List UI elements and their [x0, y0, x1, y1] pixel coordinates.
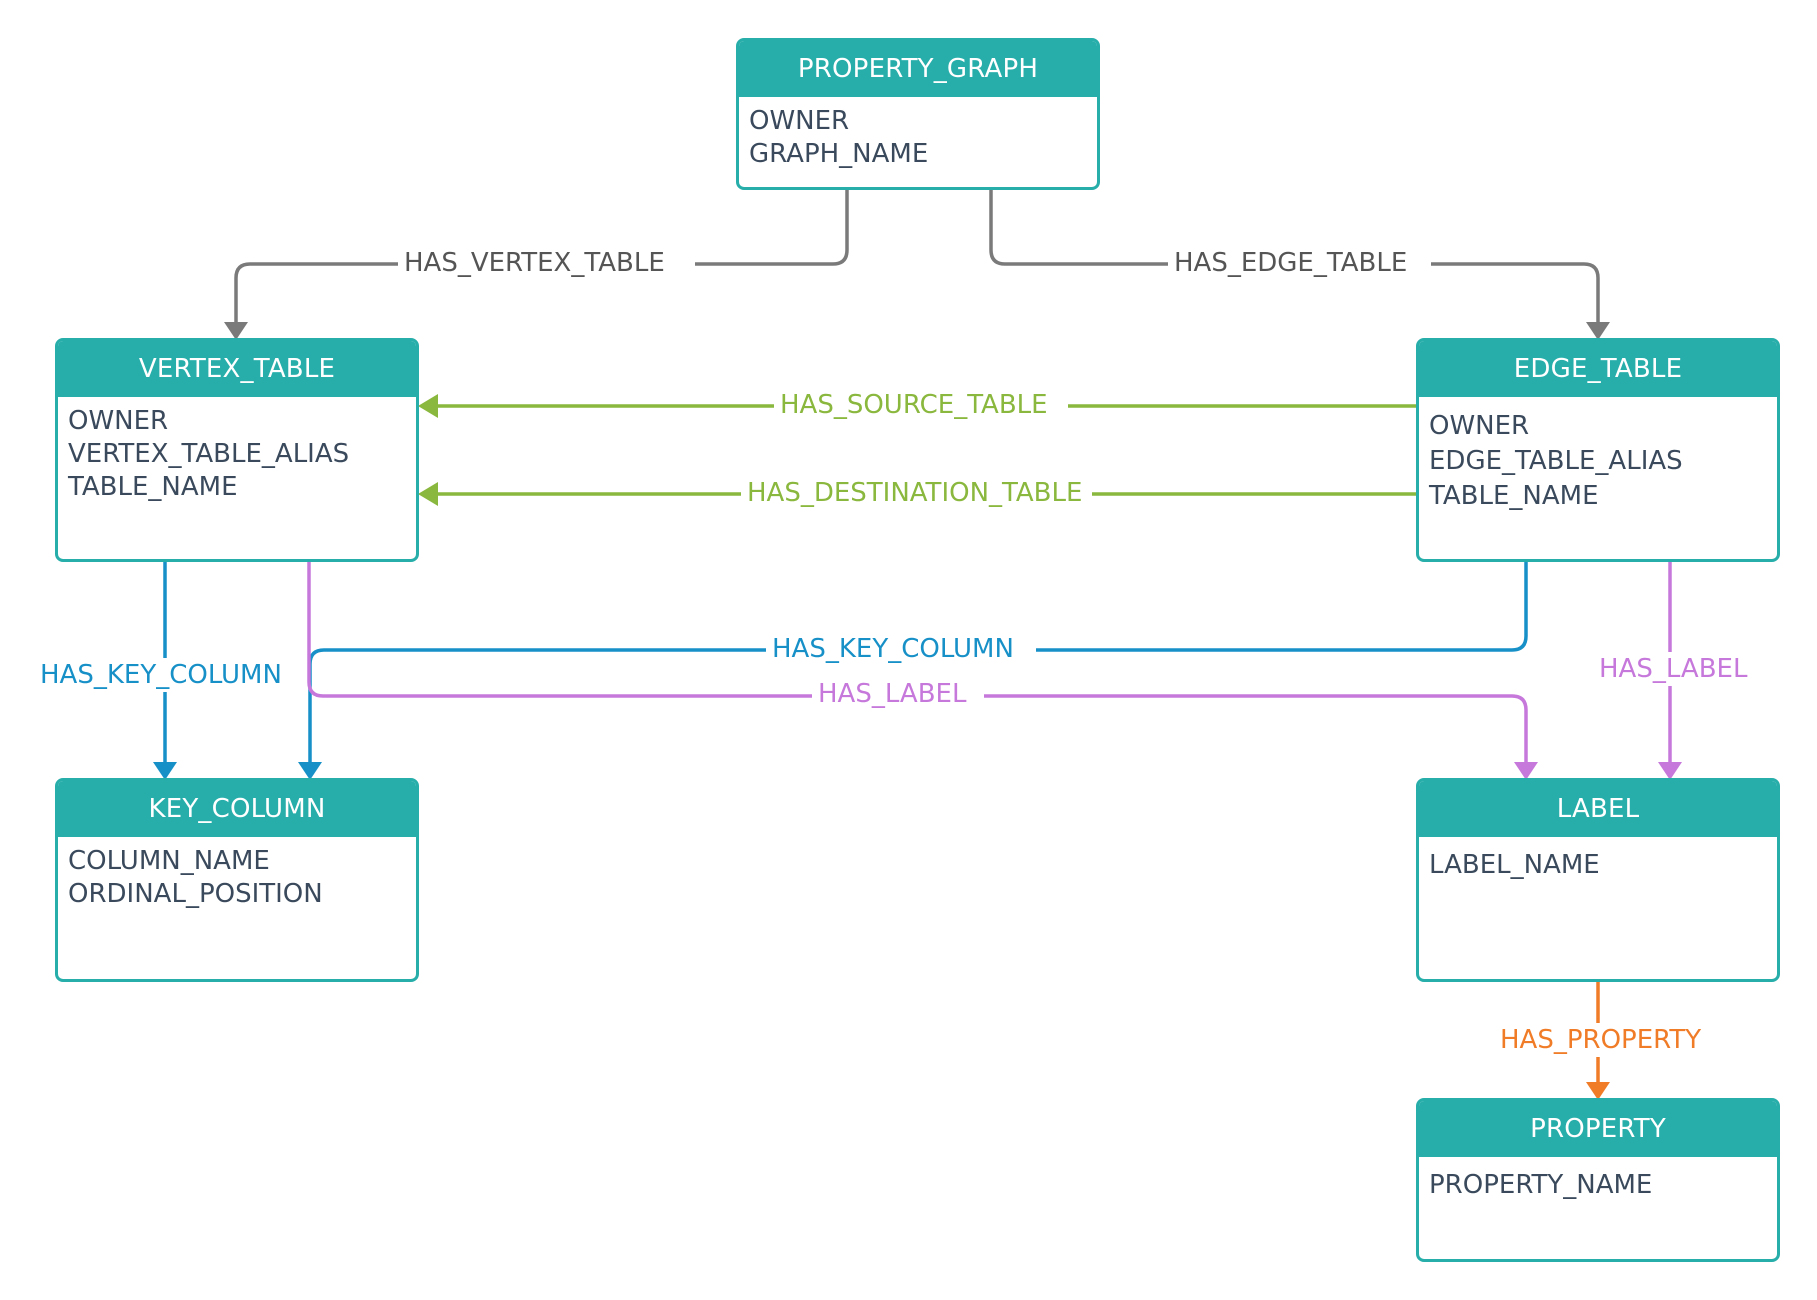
arrowhead-source-table — [418, 394, 438, 418]
entity-fields: OWNER EDGE_TABLE_ALIAS TABLE_NAME — [1419, 397, 1777, 522]
relation-label-has-vertex-table: HAS_VERTEX_TABLE — [398, 246, 695, 280]
arrowhead-edge-table — [1586, 322, 1610, 340]
entity-property-graph: PROPERTY_GRAPH OWNER GRAPH_NAME — [736, 38, 1100, 190]
relation-label-edge-has-key-column: HAS_KEY_COLUMN — [766, 632, 1036, 666]
entity-key-column: KEY_COLUMN COLUMN_NAME ORDINAL_POSITION — [55, 778, 419, 982]
arrowhead-property — [1586, 1082, 1610, 1100]
arrowhead-destination-table — [418, 482, 438, 506]
arrowhead-vertex-label — [1514, 762, 1538, 780]
arrowhead-vertex-key-column — [153, 762, 177, 780]
field-owner: OWNER — [68, 406, 169, 436]
relation-label-vertex-has-label: HAS_LABEL — [812, 677, 985, 711]
entity-fields: OWNER VERTEX_TABLE_ALIAS TABLE_NAME — [58, 397, 416, 512]
field-owner: OWNER — [749, 106, 850, 136]
entity-title: LABEL — [1419, 781, 1777, 837]
field-graph-name: GRAPH_NAME — [749, 139, 929, 169]
entity-fields: OWNER GRAPH_NAME — [739, 97, 1097, 179]
entity-title: VERTEX_TABLE — [58, 341, 416, 397]
field-label-name: LABEL_NAME — [1429, 850, 1600, 880]
relation-label-has-edge-table: HAS_EDGE_TABLE — [1168, 246, 1432, 280]
entity-edge-table: EDGE_TABLE OWNER EDGE_TABLE_ALIAS TABLE_… — [1416, 338, 1780, 562]
entity-title: EDGE_TABLE — [1419, 341, 1777, 397]
relation-label-has-destination-table: HAS_DESTINATION_TABLE — [741, 476, 1093, 510]
field-table-name: TABLE_NAME — [68, 472, 238, 502]
entity-property: PROPERTY PROPERTY_NAME — [1416, 1098, 1780, 1262]
entity-title: KEY_COLUMN — [58, 781, 416, 837]
arrowhead-edge-key-column — [298, 762, 322, 780]
entity-fields: COLUMN_NAME ORDINAL_POSITION — [58, 837, 416, 919]
entity-title: PROPERTY — [1419, 1101, 1777, 1157]
arrowhead-vertex-table — [224, 322, 248, 340]
field-ordinal-position: ORDINAL_POSITION — [68, 879, 323, 909]
entity-title: PROPERTY_GRAPH — [739, 41, 1097, 97]
relation-label-has-source-table: HAS_SOURCE_TABLE — [774, 388, 1068, 422]
entity-fields: PROPERTY_NAME — [1419, 1157, 1777, 1210]
entity-fields: LABEL_NAME — [1419, 837, 1777, 890]
relation-label-has-property: HAS_PROPERTY — [1494, 1023, 1708, 1057]
entity-label: LABEL LABEL_NAME — [1416, 778, 1780, 982]
field-property-name: PROPERTY_NAME — [1429, 1170, 1653, 1200]
field-column-name: COLUMN_NAME — [68, 846, 270, 876]
field-owner: OWNER — [1429, 411, 1530, 441]
entity-vertex-table: VERTEX_TABLE OWNER VERTEX_TABLE_ALIAS TA… — [55, 338, 419, 562]
arrowhead-edge-label — [1658, 762, 1682, 780]
relation-label-edge-has-label: HAS_LABEL — [1593, 652, 1754, 686]
field-vertex-table-alias: VERTEX_TABLE_ALIAS — [68, 439, 350, 469]
field-edge-table-alias: EDGE_TABLE_ALIAS — [1429, 446, 1683, 476]
field-table-name: TABLE_NAME — [1429, 481, 1599, 511]
relation-label-vertex-has-key-column: HAS_KEY_COLUMN — [34, 658, 288, 692]
